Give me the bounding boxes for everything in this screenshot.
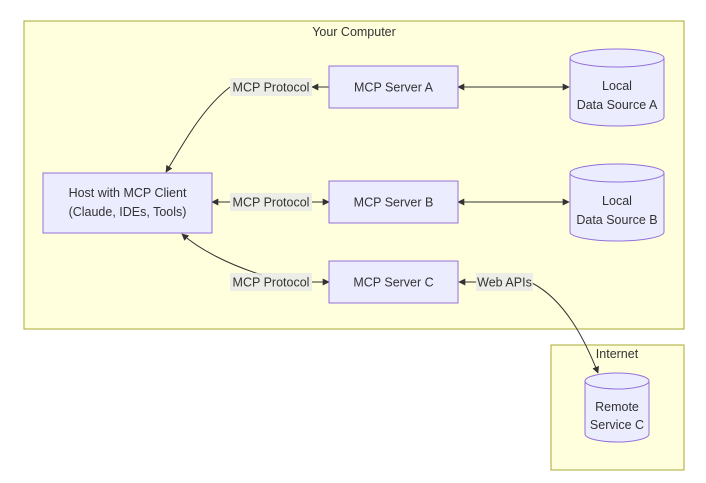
node-remote-service-c-line1: Remote	[595, 400, 639, 414]
edge-label-protocol-a: MCP Protocol	[230, 78, 312, 96]
node-server-b[interactable]: MCP Server B	[328, 180, 459, 224]
node-server-b-label: MCP Server B	[354, 196, 434, 210]
node-host[interactable]: Host with MCP Client (Claude, IDEs, Tool…	[42, 172, 213, 234]
edge-label-protocol-b-text: MCP Protocol	[233, 196, 310, 210]
cluster-your-computer-title: Your Computer	[312, 25, 396, 39]
node-server-a[interactable]: MCP Server A	[328, 65, 459, 109]
node-data-source-b-line2: Data Source B	[576, 213, 657, 227]
node-data-source-a-line2: Data Source A	[577, 98, 658, 112]
edge-label-web-apis: Web APIs	[476, 273, 533, 291]
node-host-line2: (Claude, IDEs, Tools)	[69, 205, 187, 219]
node-data-source-a-line1: Local	[602, 79, 632, 93]
cluster-internet-title: Internet	[596, 347, 639, 361]
edge-host-protocol-c	[181, 233, 263, 276]
edge-label-protocol-c-text: MCP Protocol	[233, 276, 310, 290]
edge-host-protocol-a	[165, 86, 231, 173]
node-host-line1: Host with MCP Client	[69, 186, 187, 200]
node-remote-service-c-line2: Service C	[590, 418, 644, 432]
edge-label-protocol-c: MCP Protocol	[230, 273, 312, 291]
edge-label-protocol-b: MCP Protocol	[230, 193, 312, 211]
node-server-c[interactable]: MCP Server C	[328, 260, 459, 304]
node-remote-service-c[interactable]: Remote Service C	[584, 372, 650, 443]
cluster-internet: Internet	[550, 344, 685, 471]
node-server-c-label: MCP Server C	[353, 276, 433, 290]
edge-label-protocol-a-text: MCP Protocol	[233, 81, 310, 95]
node-data-source-b[interactable]: Local Data Source B	[569, 163, 665, 242]
edge-web-apis-remote	[531, 282, 599, 374]
node-data-source-a[interactable]: Local Data Source A	[569, 48, 665, 127]
edge-label-web-apis-text: Web APIs	[477, 276, 532, 290]
node-data-source-b-line1: Local	[602, 194, 632, 208]
node-server-a-label: MCP Server A	[354, 81, 434, 95]
